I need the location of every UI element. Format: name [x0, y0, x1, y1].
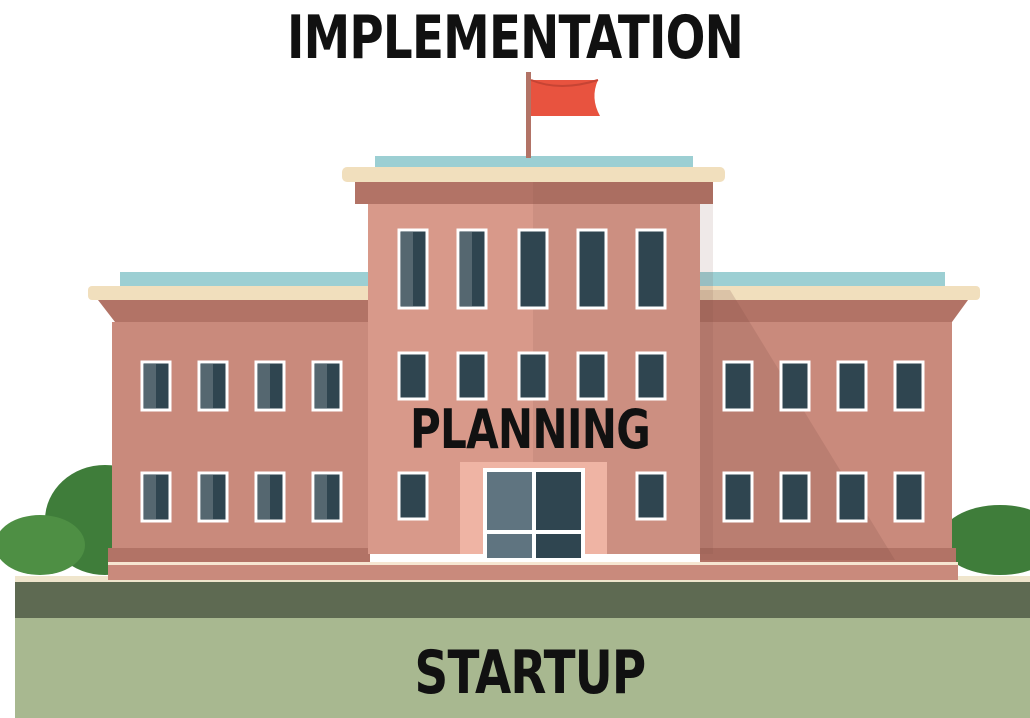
building-base-line — [108, 562, 958, 565]
tower-lower-windows — [397, 471, 667, 521]
window-reflections — [144, 232, 472, 519]
left-wing-windows — [140, 360, 343, 523]
right-wing-windows — [722, 360, 925, 523]
implementation-label: IMPLEMENTATION — [286, 3, 744, 73]
ground-strip-light — [15, 618, 1030, 718]
building-base — [108, 562, 958, 580]
planning-label: PLANNING — [409, 398, 651, 461]
bush-right-icon — [940, 505, 1030, 575]
flag-icon — [526, 72, 600, 158]
startup-label: STARTUP — [414, 638, 647, 708]
entrance-door-icon — [483, 468, 585, 562]
tower-upper-windows — [397, 228, 667, 310]
ground-strip-dark — [15, 580, 1030, 620]
tower-middle-windows — [397, 351, 667, 401]
